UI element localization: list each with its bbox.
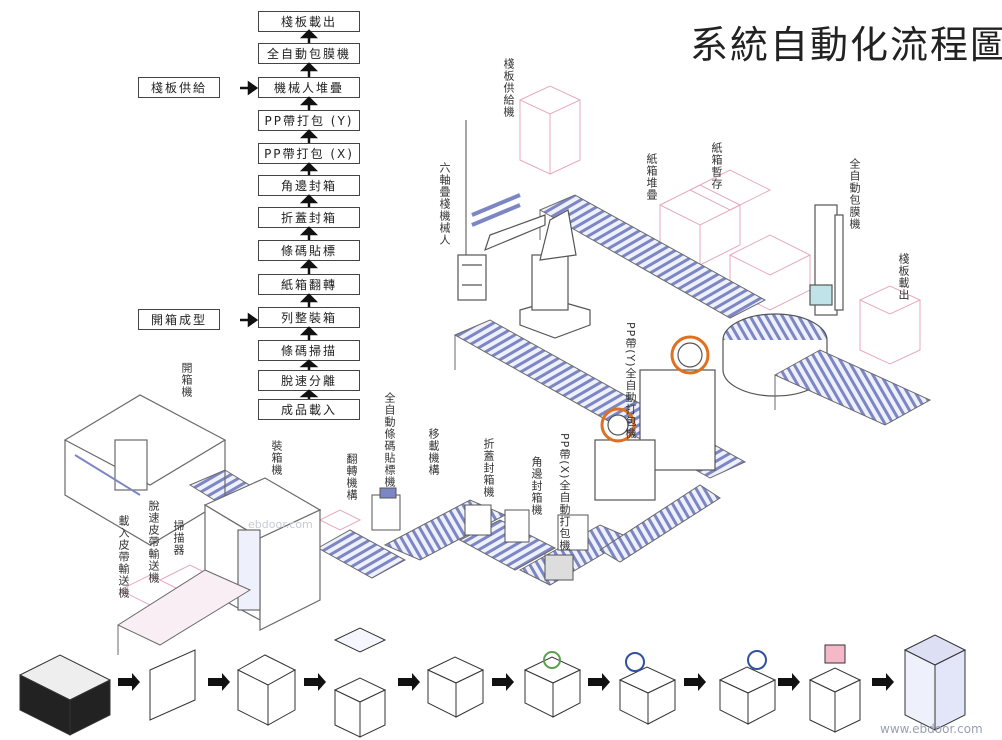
sequence-arrows <box>118 673 894 691</box>
label-six-axis-robot: 六軸疊棧機械人 <box>438 162 451 246</box>
label-flap-sealer: 折蓋封箱機 <box>482 438 495 498</box>
flow-step: 條碼貼標 <box>258 240 360 261</box>
label-wrapping: 全自動包膜機 <box>848 158 861 230</box>
box-opener <box>63 394 227 546</box>
label-box-buffer: 紙箱暫存 <box>710 142 723 190</box>
small-units <box>371 487 589 581</box>
box-forming-box: 開箱成型 <box>138 309 220 330</box>
label-transfer: 移載機構 <box>427 428 440 476</box>
label-scanner: 掃描器 <box>172 520 185 556</box>
ghost-boxes <box>118 85 922 606</box>
strapping-machines <box>594 335 716 501</box>
label-pallet-out: 棧板載出 <box>897 253 910 301</box>
robot-arm <box>457 209 591 339</box>
label-pallet-supply: 棧板供給機 <box>502 58 515 118</box>
label-corner-sealer: 角邊封箱機 <box>530 456 543 516</box>
watermark-corner: www.ebdoor.com <box>880 722 983 736</box>
pallet-supply-box: 棧板供給 <box>138 77 220 98</box>
conveyor-pallet-out <box>773 349 932 426</box>
flow-step: 紙箱翻轉 <box>258 274 360 295</box>
watermark-center: ebdoor.com <box>248 518 313 531</box>
label-box-opener: 開箱機 <box>180 362 193 398</box>
flow-arrows <box>240 29 319 399</box>
label-pp-y: PP帶(Y)全自動打包機 <box>624 322 637 440</box>
infeed-belt <box>116 569 252 655</box>
label-speed-belt: 脫速皮帶輸送機 <box>147 500 160 584</box>
packaging-sequence <box>18 627 967 738</box>
page-title: 系統自動化流程圖 <box>690 23 1002 67</box>
label-infeed-belt: 載入皮帶輸送機 <box>117 515 130 599</box>
label-pp-x: PP帶(X)全自動打包機 <box>558 433 571 552</box>
label-packer: 裝箱機 <box>270 440 283 476</box>
flow-step: 成品載入 <box>258 399 360 420</box>
label-labeler: 全自動條碼貼標機 <box>383 392 396 488</box>
wrapping-machine <box>722 204 844 397</box>
label-flipper: 翻轉機構 <box>345 453 358 501</box>
label-box-stacking: 紙箱堆疊 <box>645 153 658 201</box>
conveyor-upper <box>538 194 767 319</box>
flow-step: PP帶打包 (Y) <box>258 110 360 131</box>
